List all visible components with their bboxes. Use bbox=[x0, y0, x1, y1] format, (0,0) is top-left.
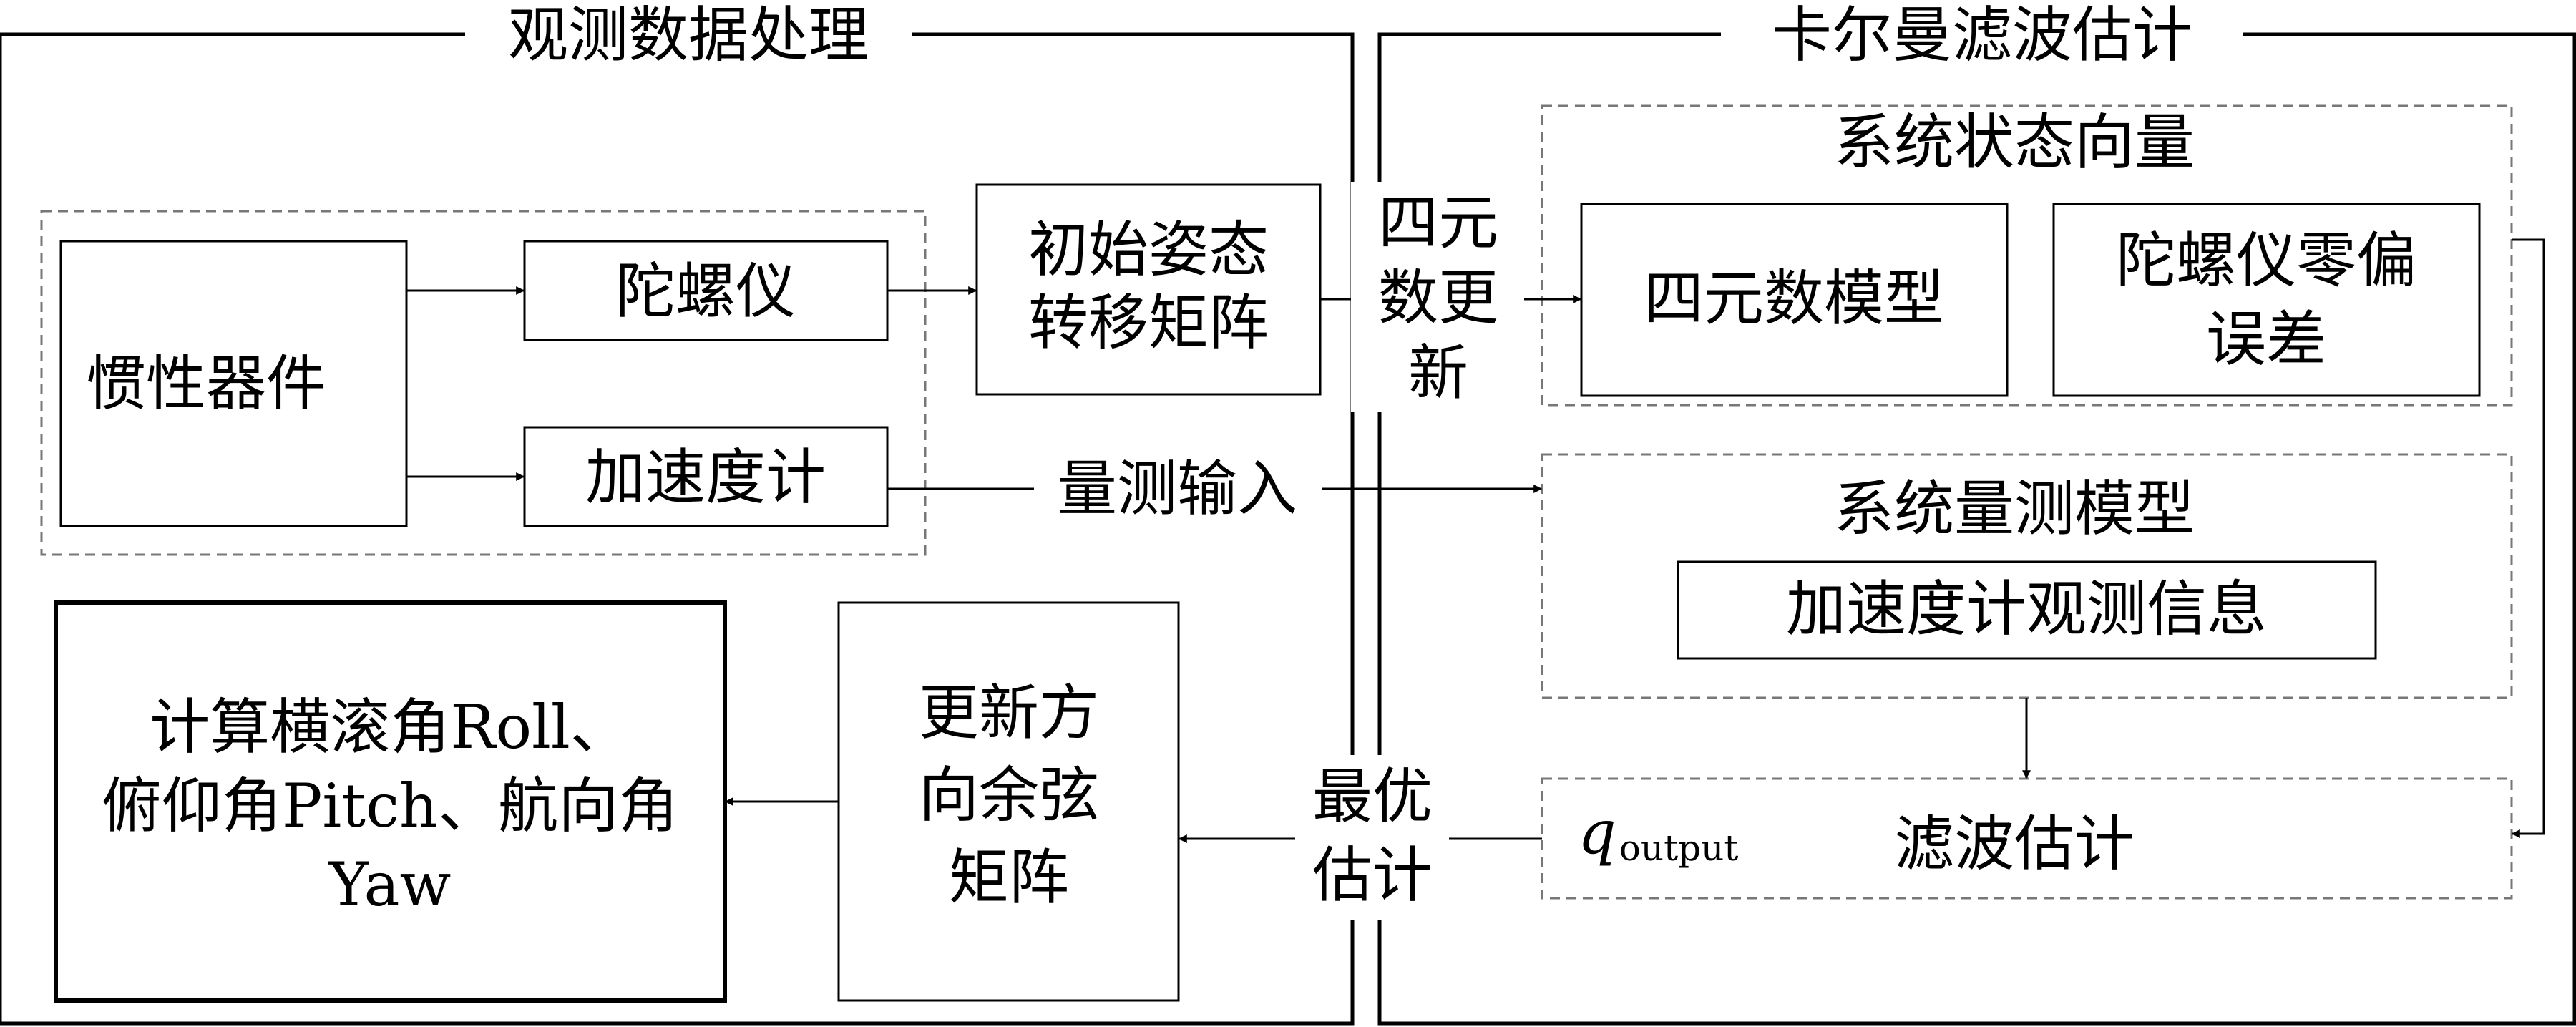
dcm-update-box: 更新方 向余弦 矩阵 bbox=[837, 601, 1180, 1002]
gyro-bias-box: 陀螺仪零偏 误差 bbox=[2052, 203, 2481, 397]
gyroscope-label: 陀螺仪 bbox=[615, 256, 796, 326]
angle-calc-line-1: 计算横滚角Roll、 bbox=[150, 692, 630, 762]
gyro-bias-line-2: 误差 bbox=[2206, 304, 2326, 374]
dcm-update-line-2: 向余弦 bbox=[919, 760, 1099, 830]
quat-update-line-3: 新 bbox=[1408, 338, 1468, 408]
state-vector-title: 系统状态向量 bbox=[1834, 107, 2195, 177]
quaternion-model-box: 四元数模型 bbox=[1580, 203, 2009, 397]
dcm-update-line-1: 更新方 bbox=[919, 678, 1099, 748]
dcm-update-line-3: 矩阵 bbox=[949, 842, 1069, 912]
state-vector-group bbox=[1541, 104, 2513, 407]
accel-observation-box: 加速度计观测信息 bbox=[1677, 560, 2377, 660]
accelerometer-box: 加速度计 bbox=[523, 426, 889, 527]
gyro-bias-line-1: 陀螺仪零偏 bbox=[2116, 225, 2416, 296]
meas-input-label-bg bbox=[1034, 449, 1322, 530]
quat-update-line-2: 数更 bbox=[1378, 263, 1498, 333]
left-section: 观测数据处理 bbox=[0, 0, 1355, 1026]
q-output-symbol: qoutput bbox=[1578, 797, 1738, 869]
right-section-title: 卡尔曼滤波估计 bbox=[1772, 0, 2192, 70]
arrow-state-to-filter bbox=[2511, 238, 2545, 838]
right-section: 卡尔曼滤波估计 bbox=[1377, 0, 2576, 1026]
initial-attitude-matrix-box: 初始姿态 转移矩阵 bbox=[975, 183, 1322, 396]
quat-update-line-1: 四元 bbox=[1378, 188, 1498, 258]
angle-calc-line-3: Yaw bbox=[328, 850, 452, 920]
quat-update-label-bg bbox=[1351, 182, 1524, 412]
quaternion-model-label: 四元数模型 bbox=[1644, 263, 1944, 334]
measurement-model-title: 系统量测模型 bbox=[1834, 474, 2195, 544]
optimal-estimate-line-2: 估计 bbox=[1312, 840, 1433, 910]
optimal-estimate-line-1: 最优 bbox=[1312, 761, 1433, 832]
optimal-estimate-label: 最优 估计 bbox=[1312, 761, 1433, 910]
inertial-device-box: 惯性器件 bbox=[59, 240, 408, 527]
initial-attitude-matrix-line-1: 初始姿态 bbox=[1028, 215, 1269, 285]
initial-attitude-matrix-line-2: 转移矩阵 bbox=[1028, 288, 1269, 358]
left-section-title: 观测数据处理 bbox=[508, 0, 869, 70]
sensor-group bbox=[40, 210, 927, 556]
inertial-device-label: 惯性器件 bbox=[86, 349, 326, 419]
meas-input-label: 量测输入 bbox=[1057, 454, 1297, 524]
angle-calc-box: 计算横滚角Roll、 俯仰角Pitch、航向角 Yaw bbox=[54, 600, 727, 1003]
filter-estimation-label: 滤波估计 bbox=[1894, 809, 2135, 879]
gyroscope-box: 陀螺仪 bbox=[523, 240, 889, 341]
accel-observation-label: 加速度计观测信息 bbox=[1786, 574, 2267, 644]
accelerometer-label: 加速度计 bbox=[585, 442, 826, 512]
quat-update-label: 四元 数更 新 bbox=[1378, 188, 1498, 408]
optimal-estimate-label-bg bbox=[1295, 755, 1449, 920]
angle-calc-line-2: 俯仰角Pitch、航向角 bbox=[102, 771, 678, 841]
